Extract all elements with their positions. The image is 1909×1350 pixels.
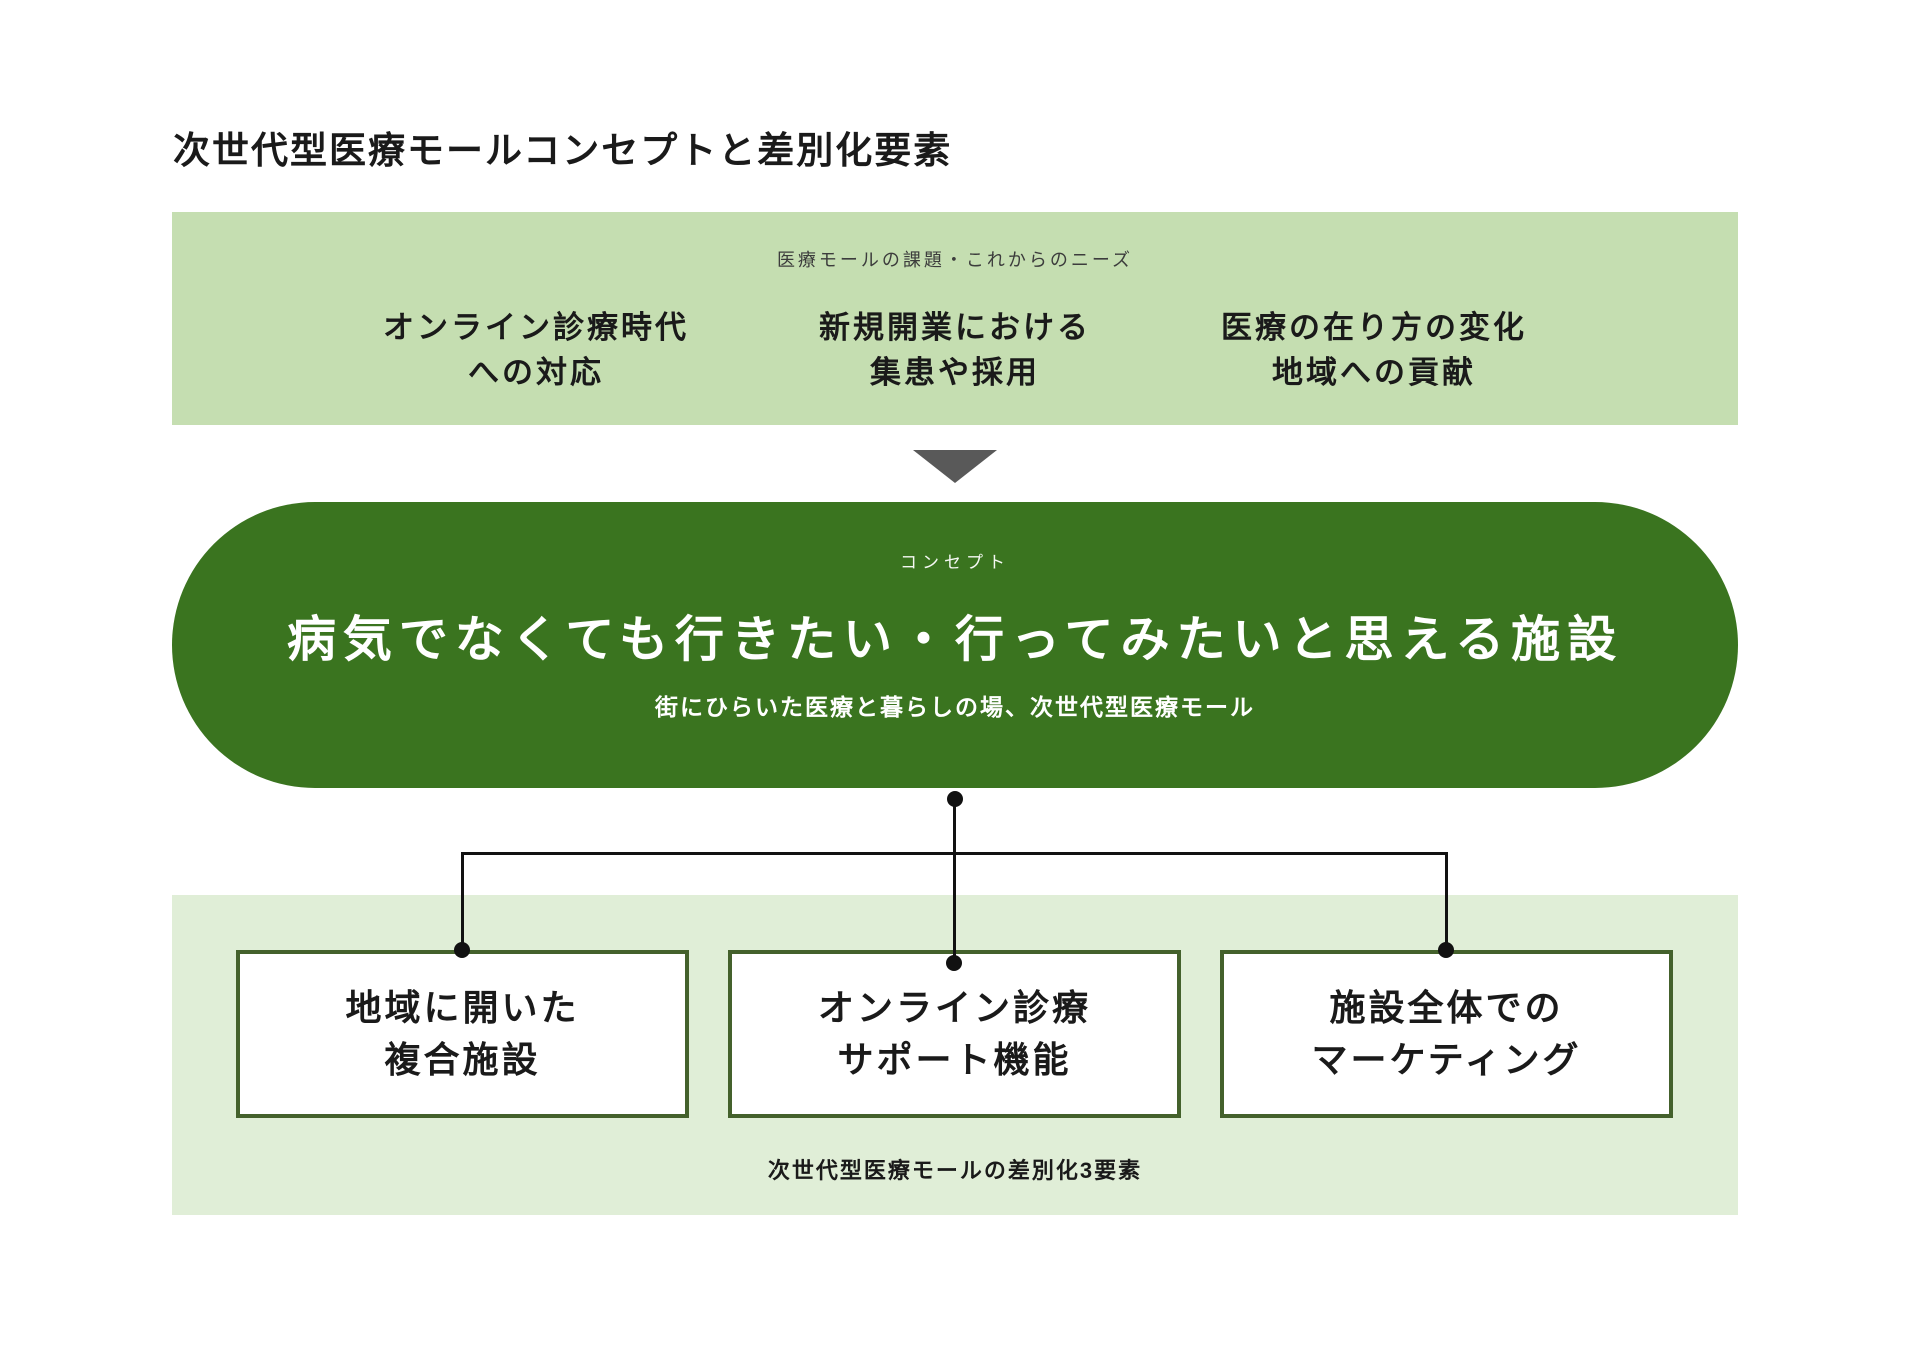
element-line1: オンライン診療	[817, 986, 1091, 1028]
needs-item-line1: 医療の在り方の変化	[1221, 310, 1527, 345]
needs-section-label: 医療モールの課題・これからのニーズ	[776, 250, 1134, 270]
element-box-marketing: 施設全体での マーケティング	[1220, 950, 1673, 1118]
needs-item-online-care: オンライン診療時代 への対応	[383, 306, 689, 396]
element-line1: 施設全体での	[1329, 986, 1564, 1028]
connector-line-left	[461, 852, 464, 950]
connector-line-horizontal	[461, 852, 1448, 855]
element-box-text: 施設全体での マーケティング	[1311, 982, 1581, 1086]
connector-dot-left-box	[454, 942, 470, 958]
concept-label: コンセプト	[900, 553, 1010, 572]
element-line2: マーケティング	[1311, 1039, 1582, 1080]
elements-caption: 次世代型医療モールの差別化3要素	[767, 1158, 1143, 1183]
needs-item-line1: 新規開業における	[819, 310, 1091, 345]
element-box-text: オンライン診療 サポート機能	[818, 982, 1091, 1086]
connector-dot-center-box	[946, 955, 962, 971]
connector-line-center	[953, 799, 956, 963]
element-box-community-facility: 地域に開いた 複合施設	[236, 950, 689, 1118]
connector-dot-right-box	[1438, 942, 1454, 958]
needs-item-community: 医療の在り方の変化 地域への貢献	[1221, 306, 1527, 396]
concept-pill: コンセプト 病気でなくても行きたい・行ってみたいと思える施設 街にひらいた医療と…	[172, 502, 1738, 788]
element-line1: 地域に開いた	[345, 986, 580, 1028]
down-arrow-icon	[913, 450, 997, 483]
needs-item-line2: 地域への貢献	[1272, 354, 1476, 390]
element-line2: 複合施設	[384, 1039, 541, 1080]
needs-item-line2: への対応	[468, 354, 604, 390]
needs-item-line1: オンライン診療時代	[383, 310, 689, 345]
element-line2: サポート機能	[837, 1039, 1072, 1080]
needs-item-line2: 集患や採用	[870, 354, 1040, 390]
page-title: 次世代型医療モールコンセプトと差別化要素	[173, 130, 953, 171]
needs-items: オンライン診療時代 への対応 新規開業における 集患や採用 医療の在り方の変化 …	[172, 306, 1738, 396]
concept-headline: 病気でなくても行きたい・行ってみたいと思える施設	[286, 613, 1624, 667]
needs-item-new-practice: 新規開業における 集患や採用	[819, 306, 1091, 396]
concept-subline: 街にひらいた医療と暮らしの場、次世代型医療モール	[655, 694, 1255, 720]
element-box-text: 地域に開いた 複合施設	[345, 982, 579, 1086]
connector-line-right	[1445, 852, 1448, 950]
needs-section: 医療モールの課題・これからのニーズ オンライン診療時代 への対応 新規開業におけ…	[172, 212, 1738, 425]
element-box-online-support: オンライン診療 サポート機能	[728, 950, 1181, 1118]
